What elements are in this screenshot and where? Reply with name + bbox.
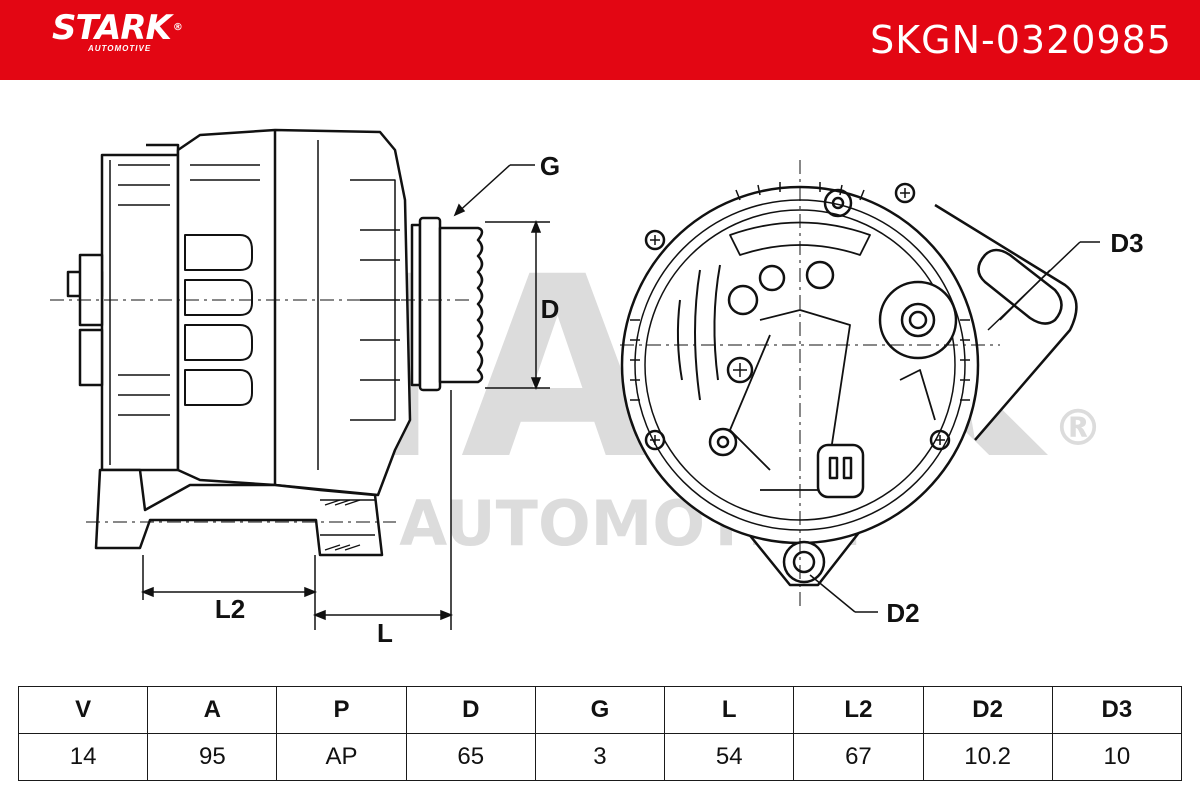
spec-value-d2: 10.2: [922, 733, 1053, 781]
alternator-side-view: [50, 128, 484, 557]
label-l2: L2: [215, 594, 245, 624]
spec-value-l2: 67: [793, 733, 924, 781]
spec-header-a: A: [147, 686, 278, 734]
spec-header-d2: D2: [922, 686, 1053, 734]
alternator-rear-view: [620, 160, 1078, 610]
label-d2: D2: [886, 598, 919, 628]
spec-value-l: 54: [664, 733, 795, 781]
logo-wordmark: STARK: [52, 8, 172, 48]
spec-header-d: D: [405, 686, 536, 734]
spec-header-v: V: [17, 686, 149, 734]
spec-header-p: P: [276, 686, 407, 734]
side-view-dimensions: [140, 164, 550, 630]
spec-value-d3: 10: [1051, 733, 1183, 781]
label-d: D: [541, 294, 560, 324]
logo-registered-mark: ®: [172, 22, 183, 33]
spec-table: V A P D G L L2 D2 D3 14 95 AP 65 3 54 67…: [17, 686, 1183, 781]
spec-header-d3: D3: [1051, 686, 1183, 734]
spec-header-g: G: [534, 686, 666, 734]
spec-header-row: V A P D G L L2 D2 D3: [17, 686, 1183, 734]
label-l: L: [377, 618, 393, 648]
stark-logo: STARK® AUTOMOTIVE: [52, 8, 183, 53]
rear-view-dimensions: [809, 241, 1100, 613]
label-g: G: [540, 151, 560, 181]
spec-value-row: 14 95 AP 65 3 54 67 10.2 10: [17, 733, 1183, 781]
part-number: SKGN-0320985: [870, 18, 1172, 62]
spec-value-a: 95: [147, 733, 278, 781]
label-d3: D3: [1110, 228, 1143, 258]
spec-value-g: 3: [534, 733, 666, 781]
spec-value-d: 65: [405, 733, 536, 781]
spec-header-l: L: [664, 686, 795, 734]
spec-header-l2: L2: [793, 686, 924, 734]
header-bar: STARK® AUTOMOTIVE SKGN-0320985: [0, 0, 1200, 80]
watermark-registered: ®: [1053, 399, 1103, 457]
spec-value-p: AP: [276, 733, 407, 781]
spec-value-v: 14: [17, 733, 149, 781]
logo-tagline: AUTOMOTIVE: [88, 44, 152, 53]
technical-drawing: STARK AUTOMOTIVE ®: [50, 128, 1144, 648]
